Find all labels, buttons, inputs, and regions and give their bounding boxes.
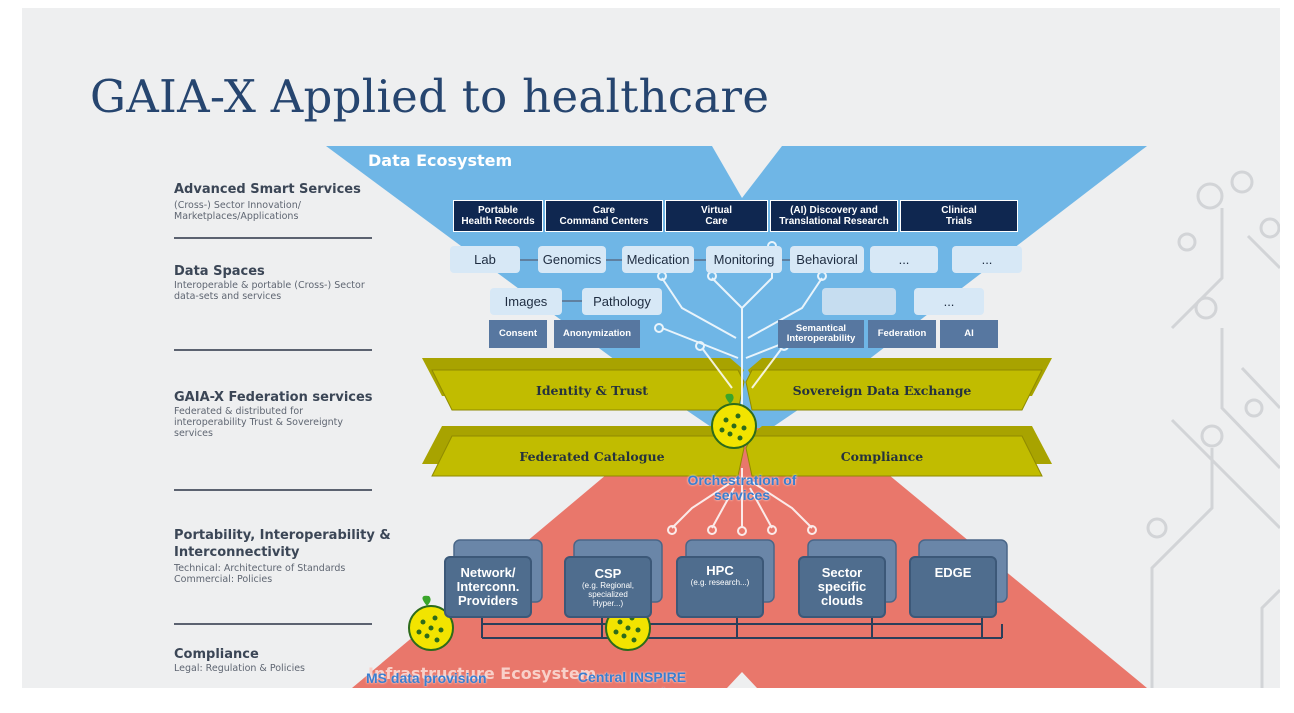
data-space-more: ...: [870, 246, 938, 273]
label-advanced-smart-services-sub: (Cross-) Sector Innovation/ Marketplaces…: [174, 200, 301, 222]
data-ecosystem-title: Data Ecosystem: [368, 151, 513, 170]
infra-name: CSP: [594, 565, 622, 581]
infra-csp: CSP (e.g. Regional, specialized Hyper...…: [564, 556, 652, 618]
data-space-lab: Lab: [450, 246, 520, 273]
infra-detail: (e.g. research...): [690, 578, 750, 587]
circuit-decoration: [1146, 170, 1280, 688]
infra-hpc: HPC (e.g. research...): [676, 556, 764, 618]
label-portability: Portability, Interoperability & Intercon…: [174, 528, 391, 560]
data-space-behavioral: Behavioral: [790, 246, 864, 273]
federation-ribbons: [422, 358, 1052, 477]
slide-title: GAIA-X Applied to healthcare: [90, 70, 770, 123]
inspire-logo: [711, 393, 757, 449]
infra-name: EDGE: [934, 565, 972, 580]
central-inspire-label: Central INSPIRE components: [577, 669, 687, 689]
label-portability-sub: Technical: Architecture of Standards Com…: [174, 563, 346, 585]
inspire-logo: [408, 595, 454, 651]
data-space-pathology: Pathology: [582, 288, 662, 315]
separator: [174, 237, 372, 239]
label-compliance: Compliance: [174, 647, 259, 662]
infrastructure-ecosystem-title: Infrastructure Ecosystem: [368, 664, 597, 683]
tag-consent: Consent: [489, 320, 547, 348]
separator: [174, 349, 372, 351]
data-space-genomics: Genomics: [538, 246, 606, 273]
service-ai-discovery: (AI) Discovery and Translational Researc…: [770, 200, 898, 232]
top-notch: [712, 146, 782, 198]
label-data-spaces-sub: Interoperable & portable (Cross-) Sector…: [174, 280, 365, 302]
label-data-spaces: Data Spaces: [174, 264, 265, 279]
infra-sector-specific-clouds: Sector specific clouds: [798, 556, 886, 618]
label-advanced-smart-services: Advanced Smart Services: [174, 182, 361, 197]
service-portable-health-records: Portable Health Records: [453, 200, 543, 232]
separator: [174, 623, 372, 625]
data-space-empty: [822, 288, 896, 315]
label-compliance-sub: Legal: Regulation & Policies: [174, 663, 305, 674]
infra-edge: EDGE: [909, 556, 997, 618]
federation-sovereign-data-exchange: Sovereign Data Exchange: [792, 382, 972, 398]
data-space-connectors: [520, 259, 790, 302]
tag-federation: Federation: [868, 320, 936, 348]
label-federation-services-sub: Federated & distributed for interoperabi…: [174, 406, 344, 439]
data-space-monitoring: Monitoring: [706, 246, 782, 273]
tag-semantical-interoperability: Semantical Interoperability: [778, 320, 864, 348]
infra-network-providers: Network/ Interconn. Providers: [444, 556, 532, 618]
ms-data-provision-label: MS data provision: [366, 670, 487, 686]
service-virtual-care: Virtual Care: [665, 200, 768, 232]
infra-name: Network/ Interconn. Providers: [456, 565, 520, 608]
service-care-command-centers: Care Command Centers: [545, 200, 663, 232]
service-clinical-trials: Clinical Trials: [900, 200, 1018, 232]
infra-name: Sector specific clouds: [817, 565, 867, 608]
federation-federated-catalogue: Federated Catalogue: [519, 448, 665, 464]
orchestration-label: Orchestration of services: [687, 472, 797, 503]
separator: [174, 489, 372, 491]
slide: GAIA-X Applied to healthcare Advanced Sm…: [22, 8, 1280, 688]
infra-detail: (e.g. Regional, specialized Hyper...): [581, 580, 635, 608]
data-space-images: Images: [490, 288, 562, 315]
tag-anonymization: Anonymization: [554, 320, 640, 348]
data-space-medication: Medication: [622, 246, 694, 273]
federation-compliance: Compliance: [840, 448, 924, 464]
data-space-more: ...: [952, 246, 1022, 273]
label-federation-services: GAIA-X Federation services: [174, 390, 373, 405]
federation-identity-trust: Identity & Trust: [535, 382, 649, 398]
tag-ai: AI: [940, 320, 998, 348]
infra-name: HPC: [706, 563, 734, 578]
data-space-more: ...: [914, 288, 984, 315]
